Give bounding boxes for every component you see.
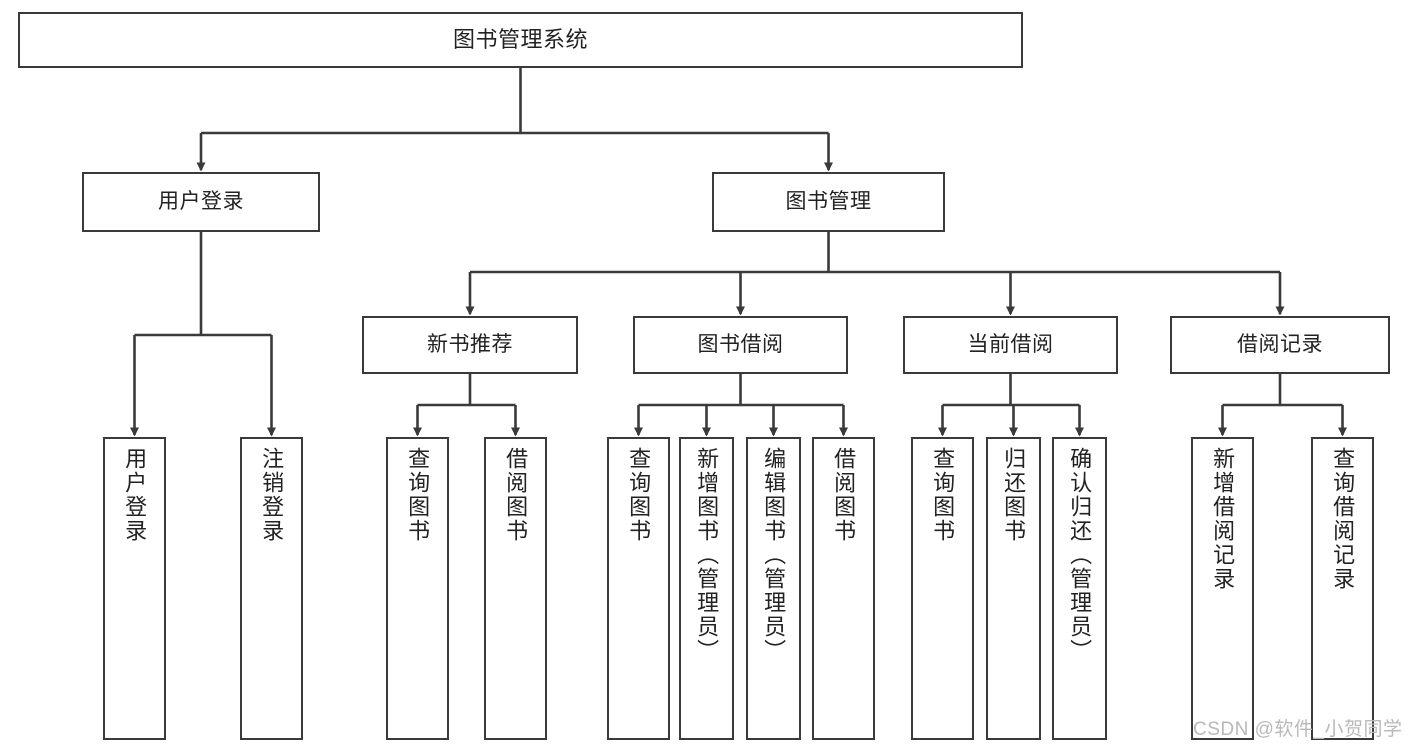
- node-label-leaf-user-login: 用户登录: [122, 447, 148, 543]
- node-user-login[interactable]: 用户登录: [82, 172, 320, 232]
- node-label-new-book-rec: 新书推荐: [427, 333, 513, 357]
- node-label-leaf-borrow-edit: 编辑图书（管理员）: [761, 447, 787, 663]
- node-leaf-rec-borrow[interactable]: 借阅图书: [484, 437, 547, 740]
- node-leaf-borrow-query[interactable]: 查询图书: [607, 437, 670, 740]
- node-label-leaf-cur-query: 查询图书: [930, 447, 956, 543]
- node-label-leaf-borrow-lend: 借阅图书: [831, 447, 857, 543]
- node-current-borrow[interactable]: 当前借阅: [903, 316, 1118, 374]
- node-leaf-borrow-add[interactable]: 新增图书（管理员）: [679, 437, 734, 740]
- node-label-leaf-borrow-query: 查询图书: [626, 447, 652, 543]
- node-root[interactable]: 图书管理系统: [18, 12, 1023, 68]
- node-book-manage[interactable]: 图书管理: [712, 172, 945, 232]
- node-label-book-borrow: 图书借阅: [697, 333, 784, 357]
- node-leaf-user-login[interactable]: 用户登录: [103, 437, 166, 740]
- node-leaf-cur-confirm[interactable]: 确认归还（管理员）: [1052, 437, 1107, 740]
- node-label-leaf-user-logout: 注销登录: [259, 447, 285, 543]
- node-label-leaf-rec-borrow: 借阅图书: [503, 447, 529, 543]
- node-label-borrow-record: 借阅记录: [1237, 333, 1323, 357]
- node-leaf-borrow-edit[interactable]: 编辑图书（管理员）: [746, 437, 801, 740]
- node-label-leaf-rec-query: 查询图书: [405, 447, 431, 543]
- node-leaf-rec-search[interactable]: 查询借阅记录: [1311, 437, 1374, 740]
- node-leaf-rec-add[interactable]: 新增借阅记录: [1191, 437, 1254, 740]
- node-leaf-cur-query[interactable]: 查询图书: [911, 437, 974, 740]
- node-label-leaf-rec-add: 新增借阅记录: [1210, 447, 1236, 591]
- node-new-book-rec[interactable]: 新书推荐: [362, 316, 578, 374]
- node-leaf-user-logout[interactable]: 注销登录: [240, 437, 303, 740]
- node-label-leaf-cur-return: 归还图书: [1001, 447, 1027, 543]
- node-borrow-record[interactable]: 借阅记录: [1170, 316, 1390, 374]
- node-label-leaf-borrow-add: 新增图书（管理员）: [694, 447, 720, 663]
- node-label-current-borrow: 当前借阅: [967, 333, 1054, 357]
- node-leaf-cur-return[interactable]: 归还图书: [986, 437, 1041, 740]
- node-label-leaf-rec-search: 查询借阅记录: [1330, 447, 1356, 591]
- node-book-borrow[interactable]: 图书借阅: [633, 316, 848, 374]
- node-label-leaf-cur-confirm: 确认归还（管理员）: [1067, 447, 1093, 663]
- node-label-user-login: 用户登录: [158, 190, 244, 214]
- node-leaf-borrow-lend[interactable]: 借阅图书: [812, 437, 875, 740]
- node-label-book-manage: 图书管理: [785, 190, 872, 214]
- node-label-root: 图书管理系统: [452, 26, 588, 52]
- node-leaf-rec-query[interactable]: 查询图书: [386, 437, 449, 740]
